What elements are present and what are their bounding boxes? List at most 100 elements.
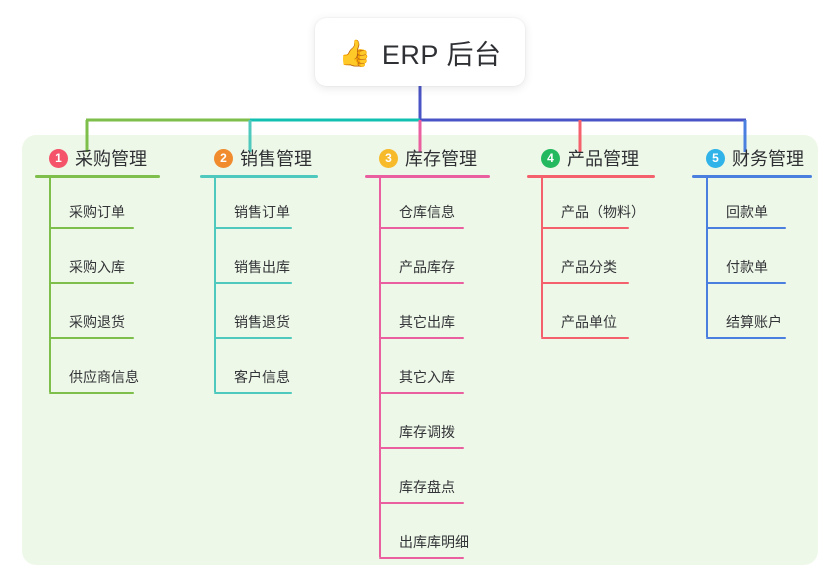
leaf-item[interactable]: 产品单位	[527, 290, 655, 345]
leaf-item[interactable]: 销售订单	[200, 180, 318, 235]
leaf-label: 其它入库	[399, 369, 455, 385]
leaf-label: 付款单	[726, 259, 768, 275]
leaf-item[interactable]: 其它入库	[365, 345, 490, 400]
leaf-rule	[49, 282, 134, 284]
leaf-rule	[49, 227, 134, 229]
branch-title: 销售管理	[240, 149, 312, 169]
branch-number-badge: 1	[49, 148, 68, 168]
branch-column-5: 5 财务管理回款单付款单结算账户	[692, 145, 812, 345]
leaf-rule	[214, 227, 292, 229]
leaf-rule	[214, 337, 292, 339]
leaf-rule	[214, 282, 292, 284]
leaf-rule	[706, 227, 786, 229]
leaf-label: 销售订单	[234, 204, 290, 220]
thumbs-up-icon: 👍	[338, 38, 371, 68]
leaf-rule	[379, 502, 464, 504]
leaf-rule	[379, 392, 464, 394]
branch-leaf-list: 回款单付款单结算账户	[692, 178, 812, 345]
leaf-label: 销售出库	[234, 259, 290, 275]
leaf-item[interactable]: 其它出库	[365, 290, 490, 345]
leaf-label: 仓库信息	[399, 204, 455, 220]
leaf-label: 客户信息	[234, 369, 290, 385]
branch-header-rule	[527, 175, 655, 178]
branch-column-3: 3 库存管理仓库信息产品库存其它出库其它入库库存调拨库存盘点出库库明细	[365, 145, 490, 565]
branch-header-4[interactable]: 4 产品管理	[527, 145, 655, 171]
branch-header-rule	[200, 175, 318, 178]
leaf-item[interactable]: 采购订单	[35, 180, 160, 235]
leaf-rule	[379, 282, 464, 284]
leaf-label: 采购入库	[69, 259, 125, 275]
leaf-label: 产品库存	[399, 259, 455, 275]
leaf-label: 产品（物料）	[561, 204, 645, 220]
branch-title: 库存管理	[405, 149, 477, 169]
leaf-item[interactable]: 采购入库	[35, 235, 160, 290]
branch-header-1[interactable]: 1 采购管理	[35, 145, 160, 171]
leaf-rule	[379, 557, 464, 559]
leaf-item[interactable]: 结算账户	[692, 290, 812, 345]
leaf-label: 采购退货	[69, 314, 125, 330]
leaf-label: 回款单	[726, 204, 768, 220]
branch-header-2[interactable]: 2 销售管理	[200, 145, 318, 171]
root-title: ERP 后台	[381, 39, 502, 70]
leaf-rule	[379, 227, 464, 229]
branch-header-rule	[692, 175, 812, 178]
leaf-item[interactable]: 供应商信息	[35, 345, 160, 400]
leaf-item[interactable]: 出库库明细	[365, 510, 490, 565]
branch-leaf-list: 销售订单销售出库销售退货客户信息	[200, 178, 318, 400]
branch-header-3[interactable]: 3 库存管理	[365, 145, 490, 171]
leaf-rule	[541, 282, 629, 284]
leaf-item[interactable]: 采购退货	[35, 290, 160, 345]
leaf-item[interactable]: 产品分类	[527, 235, 655, 290]
branch-title: 采购管理	[75, 149, 147, 169]
branch-leaf-list: 采购订单采购入库采购退货供应商信息	[35, 178, 160, 400]
leaf-item[interactable]: 库存调拨	[365, 400, 490, 455]
leaf-label: 库存盘点	[399, 479, 455, 495]
branch-leaf-list: 产品（物料） 产品分类产品单位	[527, 178, 655, 345]
branch-spine	[214, 178, 216, 392]
leaf-label: 供应商信息	[69, 369, 139, 385]
leaf-label: 产品分类	[561, 259, 617, 275]
branch-number-badge: 3	[379, 148, 398, 168]
branch-number-badge: 5	[706, 148, 725, 168]
branch-column-1: 1 采购管理采购订单采购入库采购退货供应商信息	[35, 145, 160, 400]
leaf-item[interactable]: 客户信息	[200, 345, 318, 400]
leaf-rule	[214, 392, 292, 394]
leaf-rule	[49, 392, 134, 394]
leaf-label: 结算账户	[726, 314, 782, 330]
branch-number-badge: 2	[214, 148, 233, 168]
leaf-item[interactable]: 销售出库	[200, 235, 318, 290]
leaf-item[interactable]: 付款单	[692, 235, 812, 290]
branch-number-badge: 4	[541, 148, 560, 168]
branch-leaf-list: 仓库信息产品库存其它出库其它入库库存调拨库存盘点出库库明细	[365, 178, 490, 565]
branch-spine	[379, 178, 381, 557]
branch-column-2: 2 销售管理销售订单销售出库销售退货客户信息	[200, 145, 318, 400]
leaf-label: 产品单位	[561, 314, 617, 330]
branch-header-rule	[35, 175, 160, 178]
leaf-item[interactable]: 产品（物料）	[527, 180, 655, 235]
branches-background-panel	[22, 135, 818, 565]
leaf-item[interactable]: 回款单	[692, 180, 812, 235]
root-node[interactable]: 👍 ERP 后台	[315, 18, 525, 86]
branch-header-rule	[365, 175, 490, 178]
branch-title: 产品管理	[567, 149, 639, 169]
leaf-rule	[706, 337, 786, 339]
leaf-item[interactable]: 产品库存	[365, 235, 490, 290]
leaf-label: 销售退货	[234, 314, 290, 330]
leaf-label: 采购订单	[69, 204, 125, 220]
leaf-label: 出库库明细	[399, 534, 469, 550]
leaf-rule	[49, 337, 134, 339]
leaf-item[interactable]: 仓库信息	[365, 180, 490, 235]
branch-column-4: 4 产品管理产品（物料） 产品分类产品单位	[527, 145, 655, 345]
branch-title: 财务管理	[732, 149, 804, 169]
leaf-rule	[541, 227, 629, 229]
branch-header-5[interactable]: 5 财务管理	[692, 145, 812, 171]
leaf-rule	[379, 337, 464, 339]
branch-spine	[541, 178, 543, 337]
leaf-label: 其它出库	[399, 314, 455, 330]
leaf-item[interactable]: 销售退货	[200, 290, 318, 345]
leaf-label: 库存调拨	[399, 424, 455, 440]
branch-spine	[49, 178, 51, 392]
leaf-rule	[541, 337, 629, 339]
leaf-item[interactable]: 库存盘点	[365, 455, 490, 510]
